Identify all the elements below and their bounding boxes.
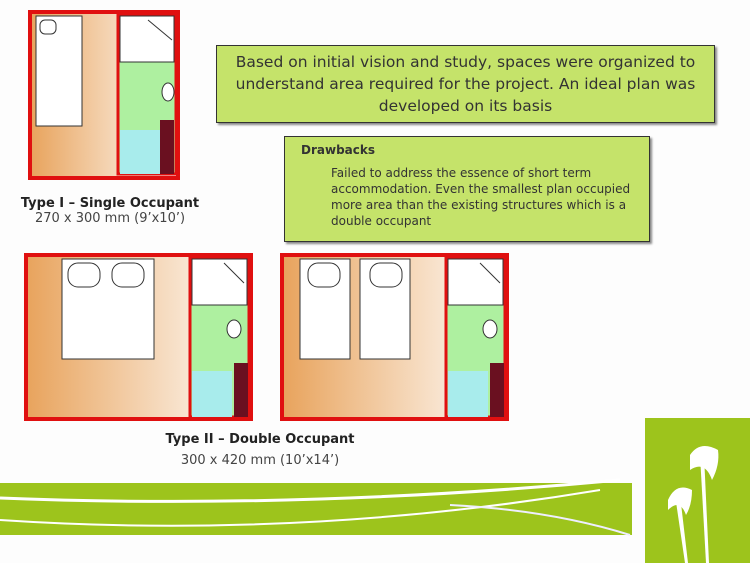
type2-floor-plan-a xyxy=(24,253,253,421)
type2-size: 300 x 420 mm (10’x14’) xyxy=(180,453,340,468)
palm-tree-icon xyxy=(668,446,719,563)
intro-textbox: Based on initial vision and study, space… xyxy=(216,45,715,123)
type1-floor-plan xyxy=(28,10,180,180)
type2-title: Type II – Double Occupant xyxy=(165,432,355,447)
drawbacks-title: Drawbacks xyxy=(301,143,375,157)
drawbacks-body: Failed to address the essence of short t… xyxy=(331,166,631,228)
type1-title: Type I – Single Occupant xyxy=(20,196,200,211)
intro-text: Based on initial vision and study, space… xyxy=(235,53,696,115)
type1-size: 270 x 300 mm (9’x10’) xyxy=(34,211,186,226)
type1-caption: Type I – Single Occupant 270 x 300 mm (9… xyxy=(20,196,200,226)
footer-decoration xyxy=(0,418,750,563)
type2-caption: Type II – Double Occupant 300 x 420 mm (… xyxy=(160,432,360,468)
drawbacks-box: Drawbacks Failed to address the essence … xyxy=(284,136,650,242)
type2-floor-plan-b xyxy=(280,253,509,421)
